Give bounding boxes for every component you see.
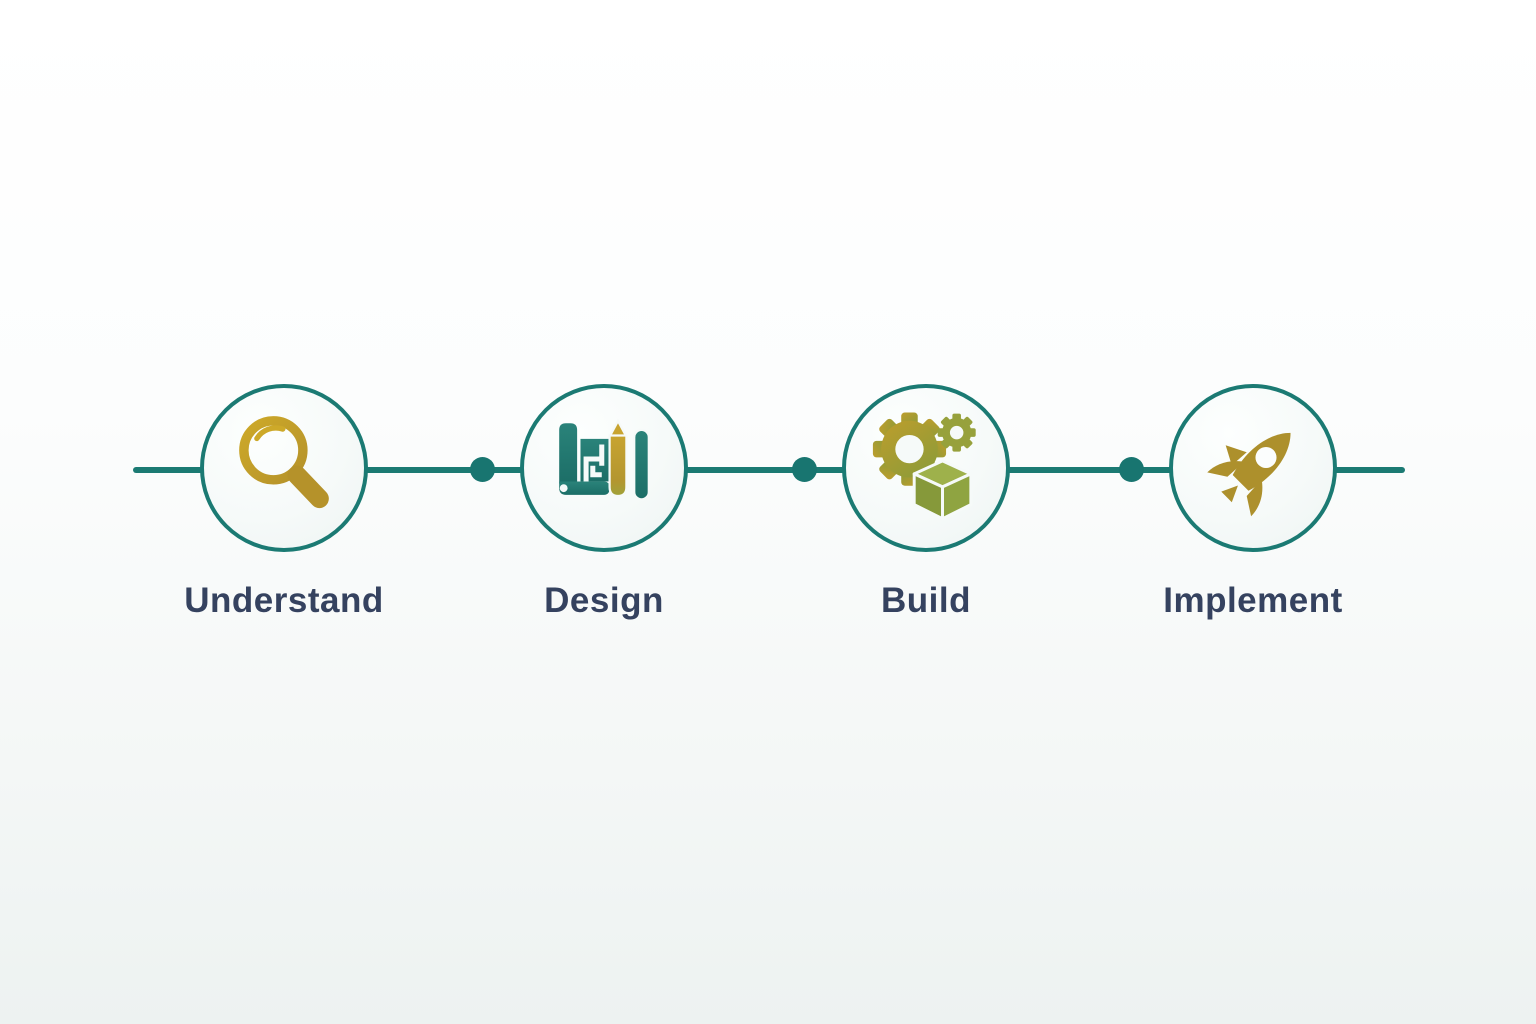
step-implement: Implement xyxy=(1163,384,1342,620)
step-label: Design xyxy=(544,581,664,620)
connector-dot xyxy=(792,457,817,482)
rocket-icon xyxy=(1207,432,1291,517)
step-understand: Understand xyxy=(184,384,383,620)
magnifier-icon xyxy=(239,416,329,509)
gears-cube-icon xyxy=(872,412,976,521)
step-circle xyxy=(842,384,1010,552)
step-label: Understand xyxy=(184,581,384,620)
blueprint-pencil-icon xyxy=(559,418,650,501)
connector-dot xyxy=(1119,457,1144,482)
step-circle xyxy=(200,384,368,552)
step-circle xyxy=(1169,384,1337,552)
connector-dot xyxy=(470,457,495,482)
step-circle xyxy=(520,384,688,552)
connector-line xyxy=(133,467,1405,473)
step-design: Design xyxy=(520,384,688,620)
step-build: Build xyxy=(842,384,1010,620)
step-label: Implement xyxy=(1163,581,1343,620)
step-label: Build xyxy=(881,581,971,620)
